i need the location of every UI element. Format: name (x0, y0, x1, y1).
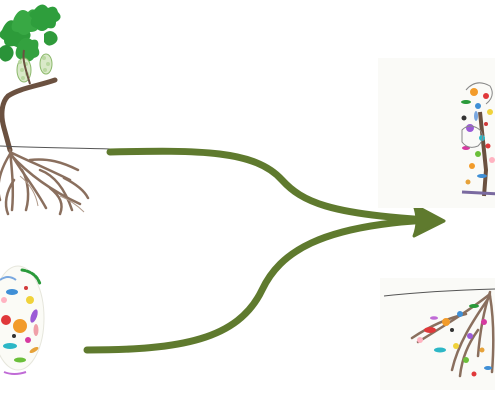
microbe-dots-roots (417, 304, 492, 377)
microbes (0, 265, 45, 375)
soil-line-right (383, 288, 495, 297)
merge-arrows (83, 147, 446, 354)
microbe-orange (13, 319, 27, 333)
vine-roots (0, 148, 90, 216)
colonized-roots (380, 278, 495, 390)
vine-with-roots (0, 4, 111, 216)
vine-trunk (0, 77, 58, 153)
arrow-from-vine (106, 147, 432, 224)
vine-leaves (0, 4, 61, 62)
grape-cluster-icon (16, 53, 53, 83)
colonized-vine (378, 58, 495, 208)
arrow-from-microbes (83, 216, 432, 354)
soil-line (0, 145, 111, 150)
arrowhead-icon (412, 203, 446, 238)
